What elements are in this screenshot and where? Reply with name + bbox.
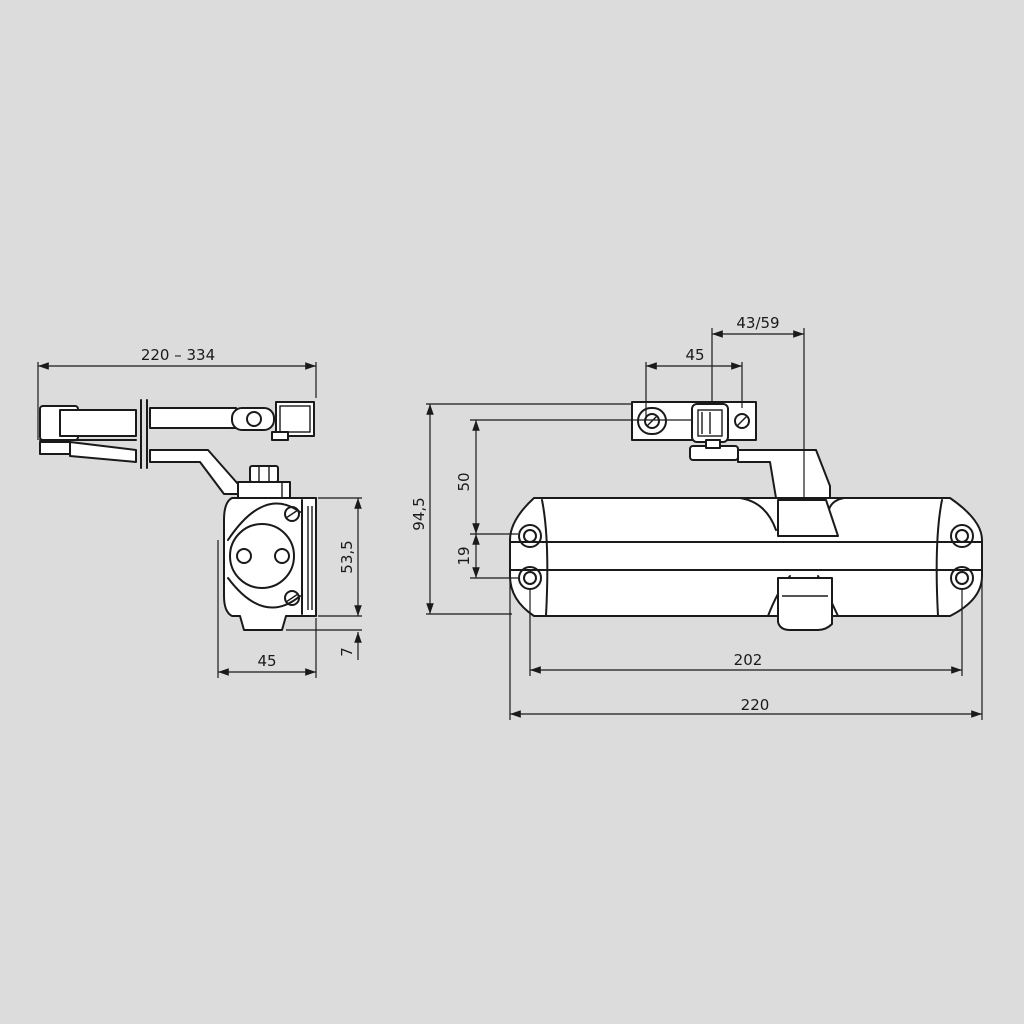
label-hole-spacing: 19 [455,546,473,565]
side-shaft-nut [237,465,291,499]
label-arm-length: 220 – 334 [141,346,215,364]
label-side-offset: 7 [338,647,356,657]
side-view [37,362,362,678]
mounting-holes [518,524,974,590]
label-hole-distance: 202 [734,651,763,669]
front-view [426,328,983,720]
front-arm [689,439,831,499]
side-lower-arm [39,439,239,495]
side-dimensions [37,362,362,678]
label-total-height: 94,5 [410,497,428,530]
label-arm-offset: 43/59 [736,314,779,332]
side-closer-body [223,497,317,631]
mounting-bracket [631,401,757,443]
side-upper-arm [39,399,315,469]
label-side-width: 45 [257,652,276,670]
dimension-labels: 220 – 334 45 53,5 7 94,5 50 19 202 220 4… [141,314,780,714]
label-total-length: 220 [741,696,770,714]
label-bracket-height: 50 [455,472,473,491]
label-bracket-width: 45 [685,346,704,364]
label-side-height: 53,5 [338,540,356,573]
front-dimensions [426,328,983,720]
closer-body [509,497,983,631]
